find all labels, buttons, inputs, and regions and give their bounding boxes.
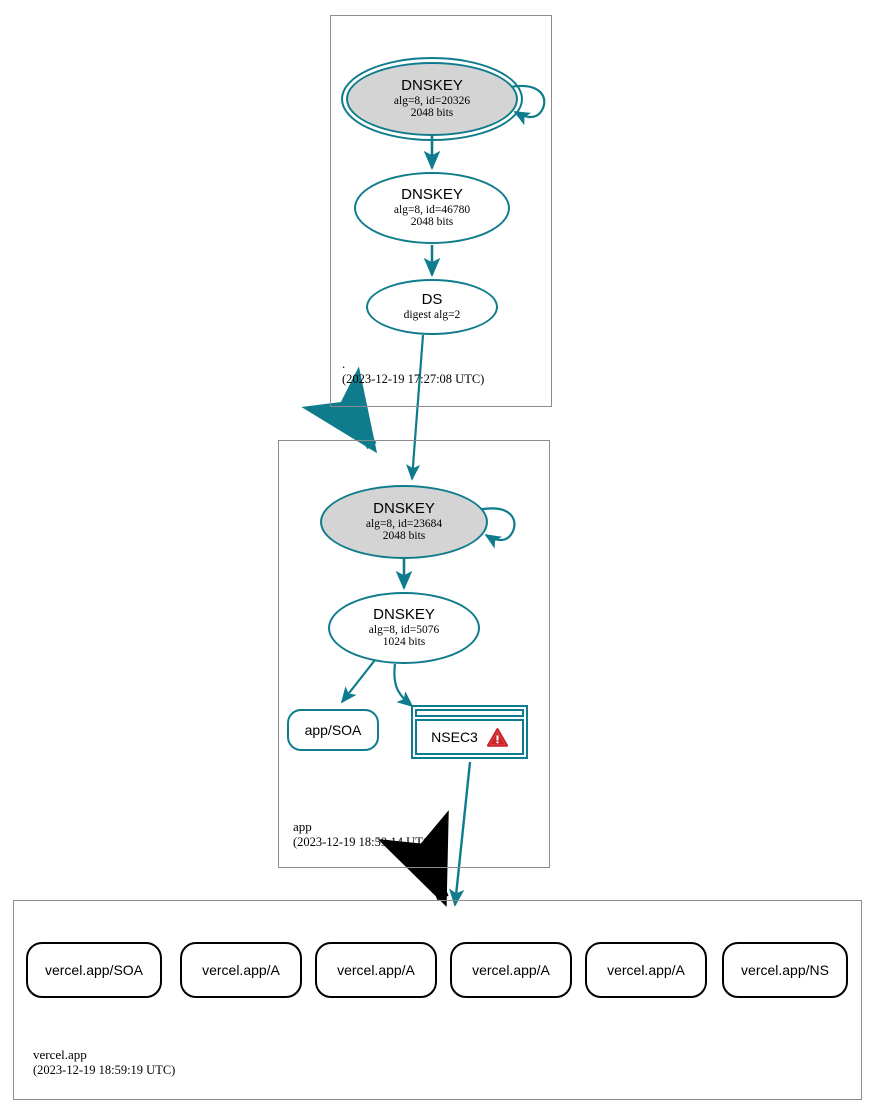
node-keysize-label: 1024 bits	[382, 636, 426, 649]
node-type-label: DNSKEY	[373, 499, 435, 517]
node-rrset-label: vercel.app/SOA	[44, 962, 144, 978]
node-app-dnskey-ksk[interactable]: DNSKEY alg=8, id=23684 2048 bits	[320, 485, 488, 559]
node-keysize-label: 2048 bits	[410, 216, 454, 229]
node-app-dnskey-zsk[interactable]: DNSKEY alg=8, id=5076 1024 bits	[328, 592, 480, 664]
node-vercel-a-rrset-1[interactable]: vercel.app/A	[180, 942, 302, 998]
node-vercel-a-rrset-2[interactable]: vercel.app/A	[315, 942, 437, 998]
node-root-dnskey-ksk[interactable]: DNSKEY alg=8, id=20326 2048 bits	[346, 62, 518, 136]
node-type-label: DNSKEY	[401, 76, 463, 94]
nsec3-header-strip	[415, 709, 524, 717]
node-rrset-label: app/SOA	[304, 722, 362, 738]
node-alg-id-label: alg=8, id=20326	[393, 94, 471, 107]
zone-name-app: app	[293, 819, 312, 834]
zone-name-vercel-app: vercel.app	[33, 1047, 87, 1062]
zone-label-app: app (2023-12-19 18:59:14 UTC)	[293, 819, 523, 851]
zone-timestamp-root: (2023-12-19 17:27:08 UTC)	[342, 372, 485, 387]
node-digest-label: digest alg=2	[403, 308, 461, 321]
node-rrset-label: vercel.app/A	[472, 962, 550, 978]
zone-box-root	[330, 15, 552, 407]
node-vercel-a-rrset-3[interactable]: vercel.app/A	[450, 942, 572, 998]
node-type-label: DNSKEY	[401, 185, 463, 203]
warning-triangle-icon	[486, 727, 508, 747]
node-keysize-label: 2048 bits	[410, 107, 454, 120]
node-vercel-soa-rrset[interactable]: vercel.app/SOA	[26, 942, 162, 998]
node-rrset-label: vercel.app/A	[202, 962, 280, 978]
node-rrset-label: vercel.app/A	[607, 962, 685, 978]
zone-label-root: . (2023-12-19 17:27:08 UTC)	[342, 356, 542, 388]
zone-box-app	[278, 440, 550, 868]
node-app-soa-rrset[interactable]: app/SOA	[287, 709, 379, 751]
node-alg-id-label: alg=8, id=46780	[393, 203, 471, 216]
node-alg-id-label: alg=8, id=5076	[368, 623, 440, 636]
zone-timestamp-vercel-app: (2023-12-19 18:59:19 UTC)	[33, 1063, 176, 1078]
node-root-ds[interactable]: DS digest alg=2	[366, 279, 498, 335]
node-keysize-label: 2048 bits	[382, 530, 426, 543]
node-root-dnskey-zsk[interactable]: DNSKEY alg=8, id=46780 2048 bits	[354, 172, 510, 244]
node-vercel-ns-rrset[interactable]: vercel.app/NS	[722, 942, 848, 998]
node-type-label: DS	[421, 291, 443, 309]
node-app-nsec3[interactable]: NSEC3	[411, 705, 528, 759]
zone-label-vercel-app: vercel.app (2023-12-19 18:59:19 UTC)	[33, 1047, 293, 1079]
node-alg-id-label: alg=8, id=23684	[365, 517, 443, 530]
zone-box-vercel-app	[13, 900, 862, 1100]
node-rrset-label: vercel.app/NS	[741, 962, 829, 978]
node-vercel-a-rrset-4[interactable]: vercel.app/A	[585, 942, 707, 998]
nsec3-body: NSEC3	[415, 719, 524, 755]
zone-name-root: .	[342, 356, 346, 371]
zone-timestamp-app: (2023-12-19 18:59:14 UTC)	[293, 835, 436, 850]
edge-delegation-app-to-vercel	[377, 810, 449, 907]
node-type-label: DNSKEY	[373, 605, 435, 623]
node-nsec3-label: NSEC3	[431, 729, 478, 745]
node-rrset-label: vercel.app/A	[337, 962, 415, 978]
